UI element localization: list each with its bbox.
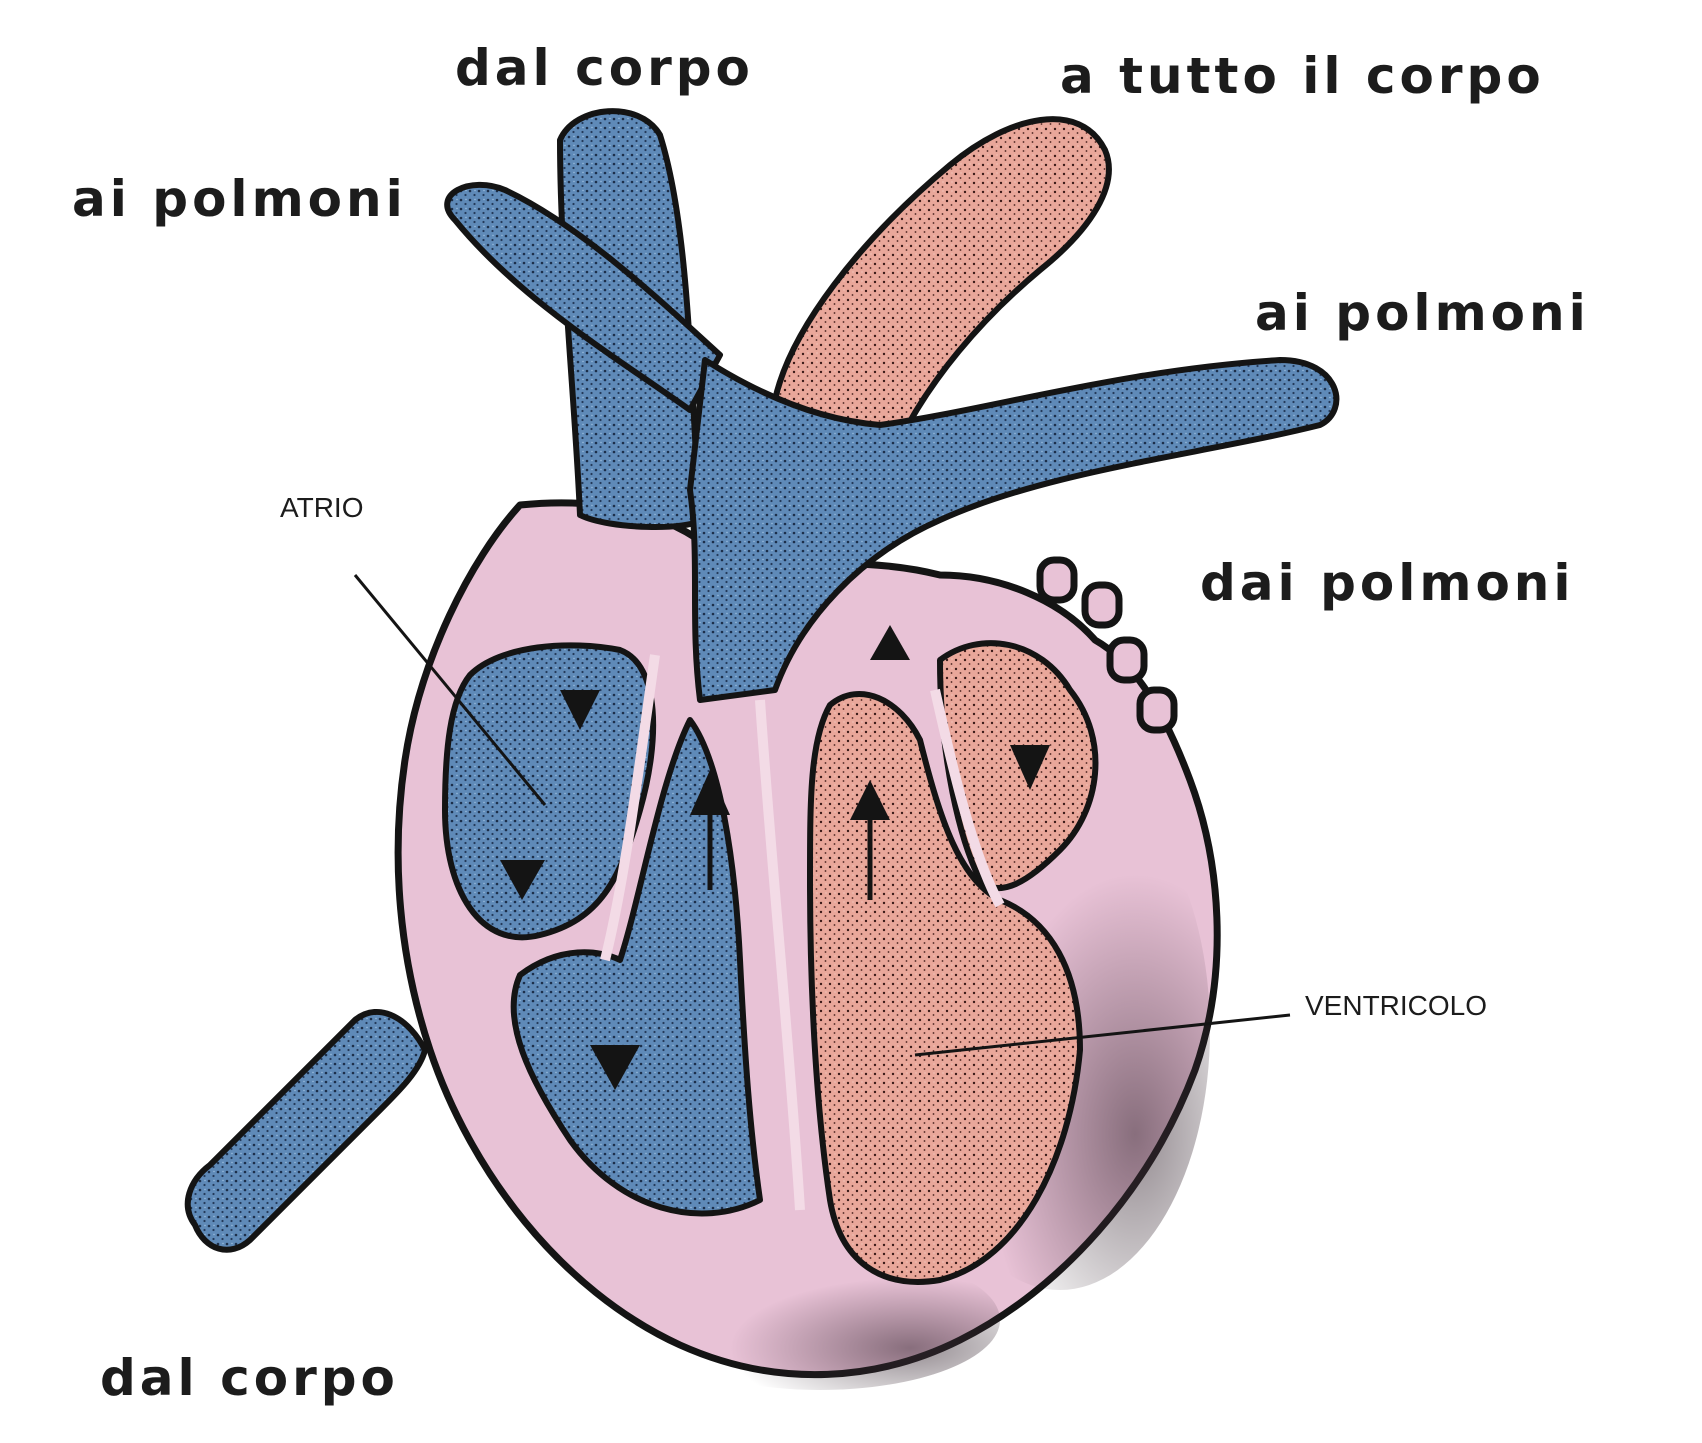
label-to-lungs-right: ai polmoni bbox=[1255, 284, 1590, 342]
label-ventricle: VENTRICOLO bbox=[1305, 990, 1487, 1021]
label-from-body-bottom: dal corpo bbox=[100, 1349, 399, 1407]
label-atrium: ATRIO bbox=[280, 492, 363, 523]
label-from-lungs: dai polmoni bbox=[1200, 554, 1575, 612]
label-to-whole-body: a tutto il corpo bbox=[1060, 47, 1545, 105]
label-from-body-top: dal corpo bbox=[455, 39, 754, 97]
label-to-lungs-left: ai polmoni bbox=[72, 170, 407, 228]
vein-from-bottom bbox=[188, 1012, 425, 1250]
